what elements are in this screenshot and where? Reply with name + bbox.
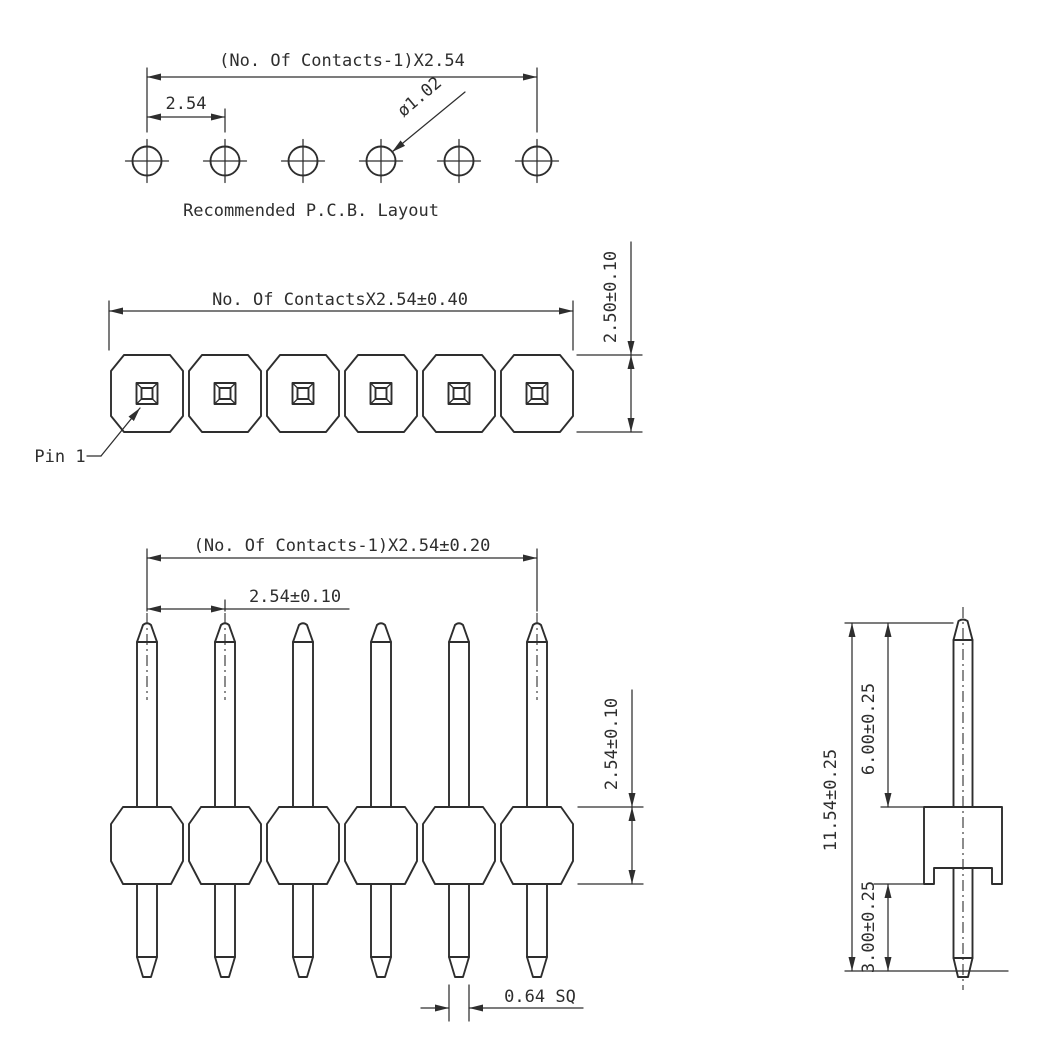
header-segment xyxy=(110,354,184,433)
side-pin-lower xyxy=(952,867,974,978)
side-pin-upper xyxy=(952,618,974,808)
header-segment xyxy=(110,806,184,885)
pin-upper xyxy=(370,622,392,808)
header-segment xyxy=(188,806,262,885)
header-segment xyxy=(500,354,574,433)
side-view: 11.54±0.25 6.00±0.25 3.00±0.25 xyxy=(821,607,1009,990)
sideview-top-pin-length-label: 6.00±0.25 xyxy=(859,683,879,775)
pcb-hole xyxy=(436,138,482,184)
header-segment xyxy=(344,806,418,885)
pin1-label: Pin 1 xyxy=(34,447,85,467)
sideview-bottom-pin-length-label: 3.00±0.25 xyxy=(859,881,879,973)
pcb-hole xyxy=(514,138,560,184)
frontview-pitch-dimension-label: 2.54±0.10 xyxy=(249,587,341,607)
sideview-total-length-label: 11.54±0.25 xyxy=(821,749,841,851)
pcb-hole xyxy=(202,138,248,184)
frontview-body-height-dimension-label: 2.54±0.10 xyxy=(602,698,622,790)
pcb-pitch-dimension-label: 2.54 xyxy=(166,94,207,114)
frontview-upper-pins xyxy=(136,613,548,808)
pcb-holes xyxy=(124,138,560,184)
pin1-leader xyxy=(100,407,141,457)
pin-upper xyxy=(292,622,314,808)
frontview-body xyxy=(110,806,574,885)
pcb-overall-dimension-label: (No. Of Contacts-1)X2.54 xyxy=(219,51,465,71)
pin-square-dimension-label: 0.64 SQ xyxy=(504,987,576,1007)
topview-overall-dimension-label: No. Of ContactsX2.54±0.40 xyxy=(212,290,468,310)
header-segment xyxy=(500,806,574,885)
header-segment xyxy=(422,354,496,433)
pin-lower xyxy=(526,883,548,978)
frontview-overall-dimension-label: (No. Of Contacts-1)X2.54±0.20 xyxy=(194,536,491,556)
pin-upper xyxy=(448,622,470,808)
topview-body xyxy=(110,354,574,433)
pin-lower xyxy=(292,883,314,978)
pcb-hole xyxy=(358,138,404,184)
top-view: No. Of ContactsX2.54±0.40 2.50±0.10 Pin … xyxy=(34,241,643,467)
pin-lower xyxy=(214,883,236,978)
pcb-hole xyxy=(124,138,170,184)
header-segment xyxy=(344,354,418,433)
header-segment xyxy=(266,806,340,885)
pin-lower xyxy=(136,883,158,978)
frontview-lower-pins xyxy=(136,883,548,978)
hole-diameter-leader xyxy=(391,91,466,153)
pin-lower xyxy=(448,883,470,978)
topview-height-dimension-label: 2.50±0.10 xyxy=(601,251,621,343)
pcb-layout-view: (No. Of Contacts-1)X2.54 2.54 ø1.02 Reco… xyxy=(124,51,560,221)
header-segment xyxy=(188,354,262,433)
header-segment xyxy=(422,806,496,885)
pcb-hole xyxy=(280,138,326,184)
header-segment xyxy=(266,354,340,433)
pcb-layout-title: Recommended P.C.B. Layout xyxy=(183,201,439,221)
pin-lower xyxy=(370,883,392,978)
front-view: (No. Of Contacts-1)X2.54±0.20 2.54±0.10 xyxy=(110,536,644,1022)
